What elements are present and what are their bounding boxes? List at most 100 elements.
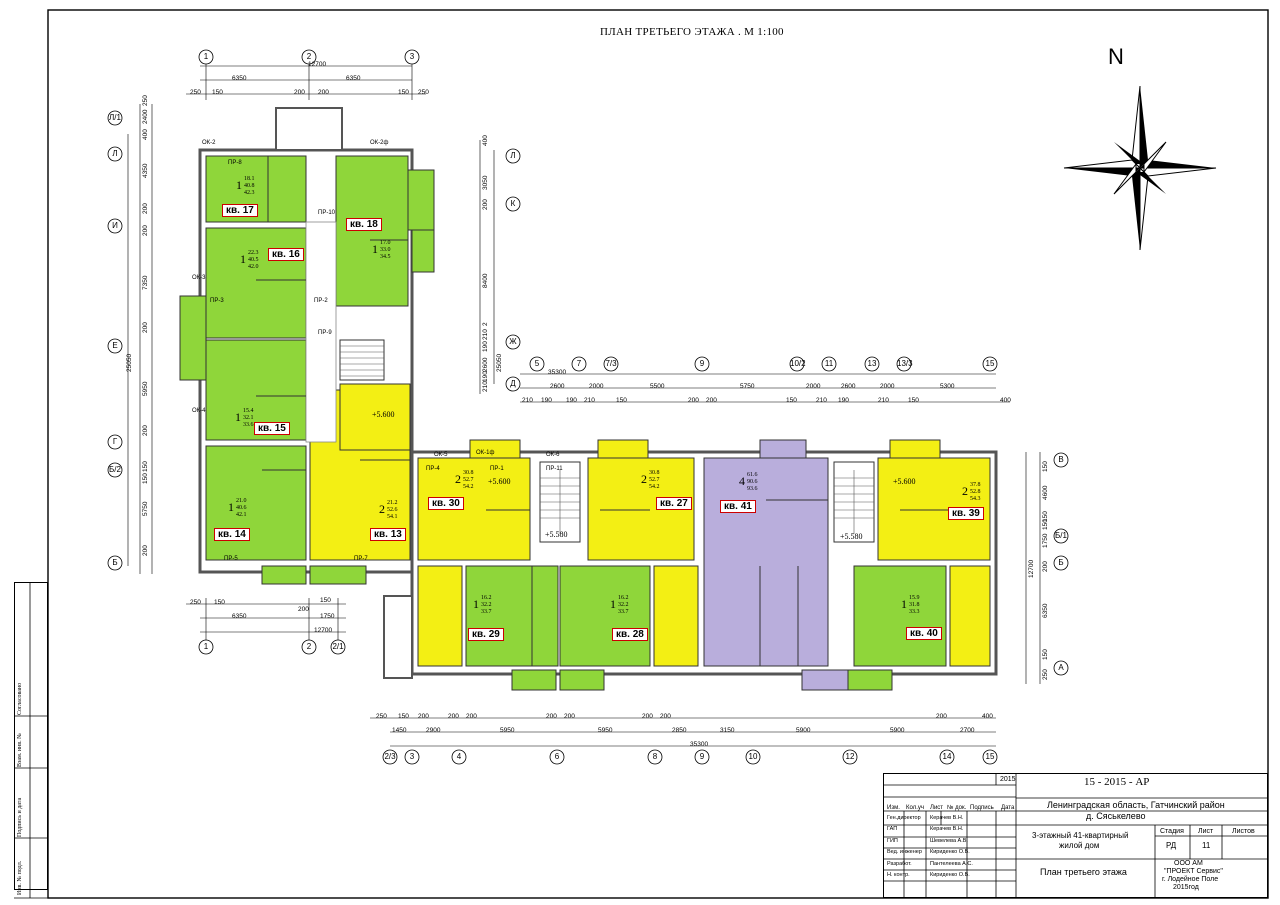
apartment-area: 40.8 <box>244 183 255 189</box>
apartment-area: 31.8 <box>909 602 920 608</box>
stamp-org-1: ООО АМ <box>1174 860 1203 867</box>
dim-small: 150 <box>616 397 627 404</box>
axis-label: 12 <box>845 752 855 761</box>
door-tag: ПР-7 <box>354 556 368 562</box>
dim-small: 210 <box>878 397 889 404</box>
stamp-name: Кириденко О.В. <box>930 872 970 878</box>
stair-left <box>339 339 385 381</box>
axis-label: 15 <box>985 752 995 761</box>
stamp-sheet-no: 11 <box>1202 841 1211 850</box>
apt-14-area <box>205 445 307 561</box>
apartment-area: 32.2 <box>618 602 629 608</box>
stamp-location-1: Ленинградская область, Гатчинский район <box>1047 800 1225 810</box>
apartment-room-count: 1 <box>901 597 907 611</box>
stamp-org-3: г. Лодейное Поле <box>1162 876 1219 883</box>
door-tag: ПР-3 <box>210 298 224 304</box>
stamp-location-2: д. Сяськелево <box>1086 811 1146 821</box>
axis-label: В <box>1058 455 1064 464</box>
apt-29-area <box>465 565 533 667</box>
dim-vert: 150 <box>1042 519 1049 530</box>
window-tag: ОК-5 <box>434 452 448 458</box>
dim-total: 35300 <box>548 369 567 376</box>
apt-16-area <box>205 227 307 339</box>
side-stamp-label: Взам. инв. № <box>17 733 23 767</box>
apartment-area: 32.2 <box>481 602 492 608</box>
dim-vert: 210 <box>482 381 489 392</box>
dim-vert: 200 <box>142 203 149 214</box>
dim-small: 150 <box>786 397 797 404</box>
stamp-role: Н. контр. <box>887 872 910 878</box>
apartment-label: кв. 14 <box>214 528 250 541</box>
axis-label: Д <box>510 379 516 388</box>
dim-part: 5950 <box>598 727 613 734</box>
stamp-year: 2015 <box>1000 776 1016 783</box>
window-tag: ОК-3 <box>192 275 206 281</box>
apartment-area: 54.2 <box>463 484 474 490</box>
apartment-room-count: 1 <box>240 252 246 266</box>
title-block: 2015 15 - 2015 - АР Ленинградская област… <box>883 773 1268 898</box>
dim-small: 210 <box>522 397 533 404</box>
dim-vert: 2 <box>482 322 489 326</box>
door-tag: ПР-8 <box>228 160 242 166</box>
stamp-role: Вед. инженер <box>887 849 922 856</box>
dim-vert: 200 <box>142 425 149 436</box>
apartment-room-count: 1 <box>228 500 234 514</box>
dim-part: 2700 <box>960 727 975 734</box>
dim-part: 2000 <box>806 383 821 390</box>
dim-small: 200 <box>688 397 699 404</box>
axis-label: 1 <box>203 642 209 651</box>
dim-part: 6350 <box>232 75 247 82</box>
dim-vert: 200 <box>142 225 149 236</box>
apartment-area: 33.0 <box>380 247 391 253</box>
dim-vert: 200 <box>482 199 489 210</box>
north-arrow-icon <box>1063 85 1217 251</box>
axis-label: Б <box>1058 558 1064 567</box>
apartment-area: 32.1 <box>243 415 254 421</box>
apartment-area: 61.6 <box>747 472 758 478</box>
axis-label: 11 <box>824 359 834 368</box>
dim-vert: 190 <box>482 341 489 352</box>
dim-small: 200 <box>564 713 575 720</box>
dim-total: 25050 <box>126 353 133 372</box>
dim-small: 150 <box>398 713 409 720</box>
stamp-col-header: Лист <box>930 805 944 811</box>
dim-small: 200 <box>466 713 477 720</box>
level-mark: +5.600 <box>372 410 395 419</box>
dim-part: 2900 <box>426 727 441 734</box>
dim-vert: 250 <box>1042 669 1049 680</box>
stamp-role: ГИП <box>887 837 898 844</box>
north-label: N <box>1108 44 1124 69</box>
stamp-org-2: "ПРОЕКТ Сервис" <box>1164 868 1223 875</box>
dim-part: 6350 <box>232 613 247 620</box>
door-tag: ПР-2 <box>314 298 328 304</box>
apartment-room-count: 1 <box>372 242 378 256</box>
apartment-area: 33.7 <box>618 609 629 615</box>
axis-label: Л/1 <box>109 113 121 122</box>
dim-small: 190 <box>838 397 849 404</box>
side-stamp-label: Инв. № подл. <box>17 860 23 895</box>
apartment-area: 22.3 <box>248 250 259 256</box>
stamp-stage: РД <box>1166 841 1177 850</box>
axis-label: 10 <box>748 752 758 761</box>
dim-vert: 8400 <box>482 273 489 288</box>
dim-vert: 4600 <box>1042 485 1049 500</box>
dim-small: 150 <box>398 89 409 96</box>
level-mark: +5.580 <box>545 530 568 539</box>
apartment-area: 52.7 <box>463 477 474 483</box>
axis-label: 1 <box>203 52 209 61</box>
dim-part: 5500 <box>650 383 665 390</box>
apartment-area: 16.2 <box>618 595 629 601</box>
dim-vert: 7350 <box>142 275 149 290</box>
apartment-room-count: 1 <box>235 410 241 424</box>
stamp-name: Кириденко О.В. <box>930 849 970 856</box>
dim-vert: 2600 <box>482 357 489 372</box>
dim-small: 200 <box>706 397 717 404</box>
stamp-col-header: Подпись <box>970 805 994 811</box>
dim-small: 250 <box>190 599 201 606</box>
apartment-room-count: 1 <box>236 178 242 192</box>
stamp-stage-header: Стадия <box>1160 828 1184 835</box>
axis-label: Б/2 <box>109 465 121 474</box>
dim-total: 25050 <box>496 353 503 372</box>
dim-part: 1450 <box>392 727 407 734</box>
dim-small: 200 <box>936 713 947 720</box>
